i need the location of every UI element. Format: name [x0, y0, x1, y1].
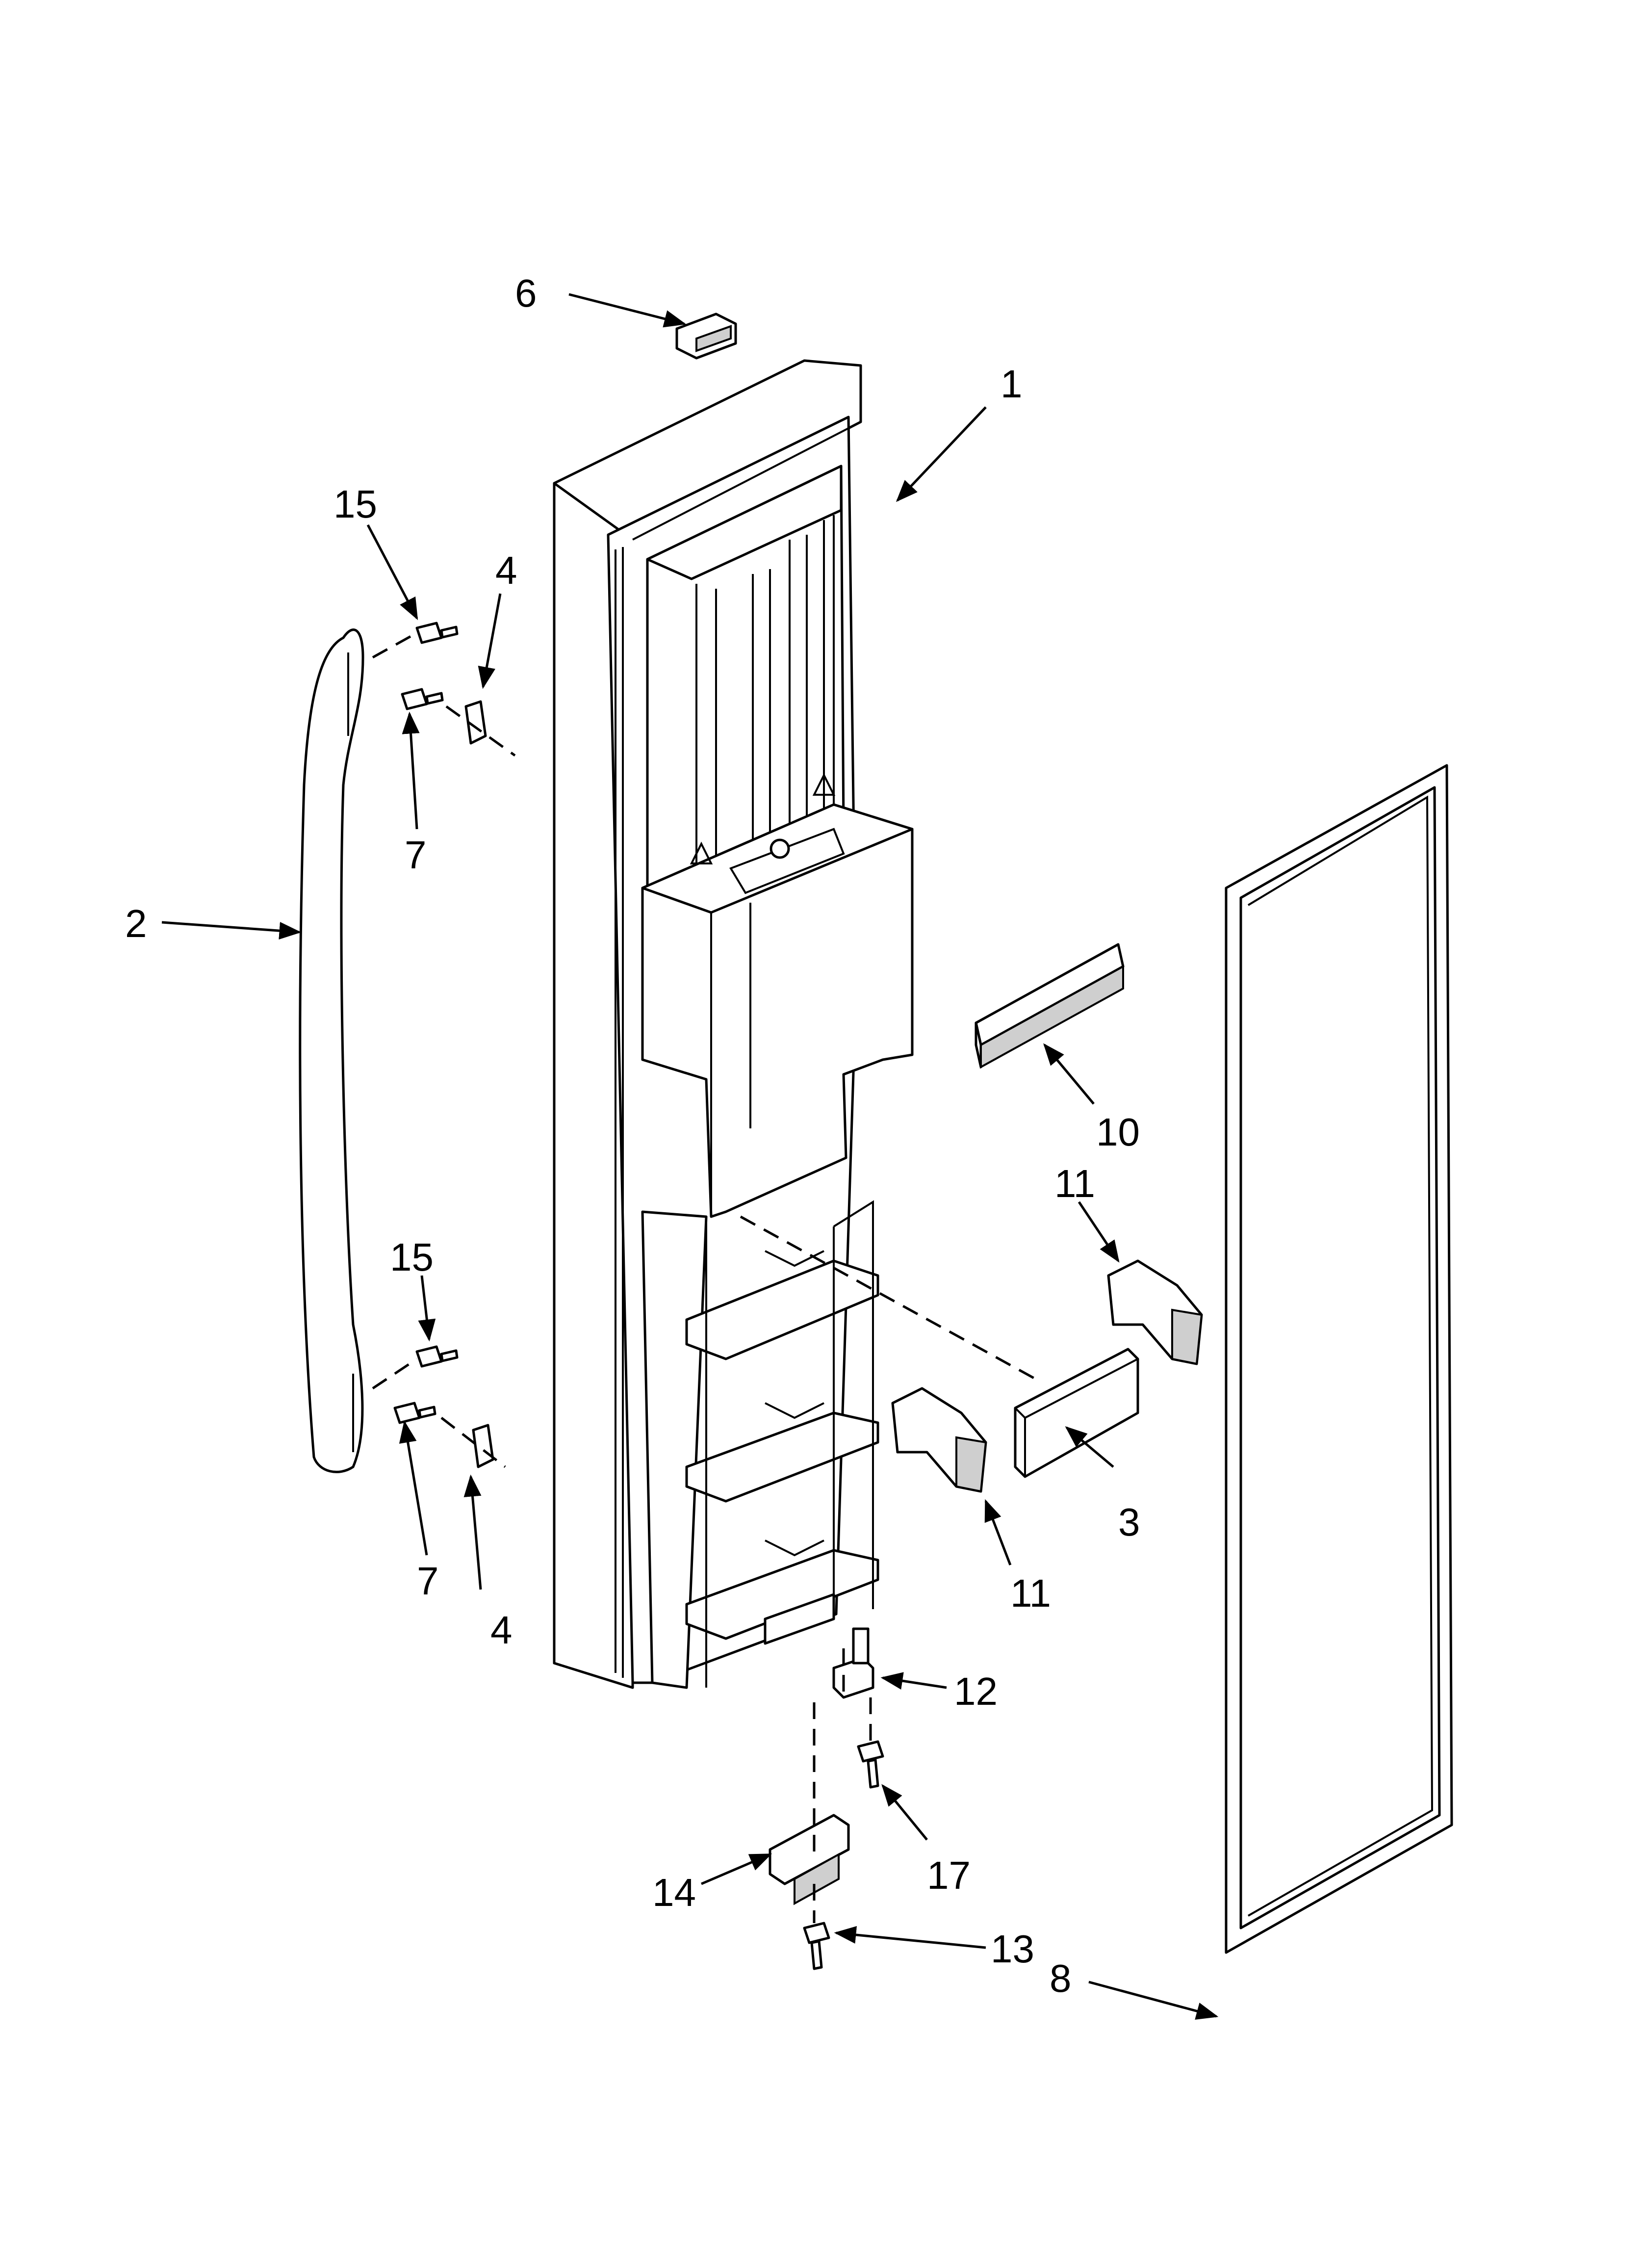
- callout-10: 10: [1096, 1110, 1140, 1154]
- callout-labels: 1 2 3 4 4 6 7 7 8 10 11 11 12 13 14 15 1…: [125, 271, 1140, 2000]
- callout-12: 12: [954, 1669, 998, 1713]
- callout-3: 3: [1118, 1500, 1140, 1544]
- callout-11-bottom: 11: [1010, 1571, 1051, 1615]
- callout-14: 14: [652, 1871, 696, 1914]
- callout-1: 1: [1001, 362, 1023, 406]
- door-gasket: [1225, 764, 1453, 1954]
- callout-15-bottom: 15: [390, 1235, 434, 1279]
- door-handle: [299, 628, 364, 1473]
- door-assembly: [553, 359, 914, 1689]
- callout-leaders: [161, 293, 1219, 2020]
- handle-clips: [372, 631, 516, 1468]
- shelf-end-caps: [891, 1259, 1203, 1493]
- handle-screws: [393, 622, 459, 1424]
- callout-2: 2: [125, 902, 147, 945]
- callout-17: 17: [927, 1853, 971, 1897]
- callout-6: 6: [515, 271, 537, 315]
- callout-7-top: 7: [405, 833, 427, 877]
- callout-4-bottom: 4: [490, 1608, 513, 1652]
- callout-4-top: 4: [495, 548, 517, 592]
- callout-11-top: 11: [1054, 1162, 1095, 1205]
- callout-7-bottom: 7: [417, 1559, 439, 1603]
- bottom-hinge-parts: [769, 1627, 884, 1970]
- callout-8: 8: [1050, 1956, 1072, 2000]
- shelf: [740, 1215, 1139, 1478]
- shelf-rail: [975, 943, 1125, 1069]
- hinge-cover: [675, 313, 737, 360]
- callout-13: 13: [991, 1927, 1034, 1971]
- callout-15-top: 15: [334, 482, 377, 526]
